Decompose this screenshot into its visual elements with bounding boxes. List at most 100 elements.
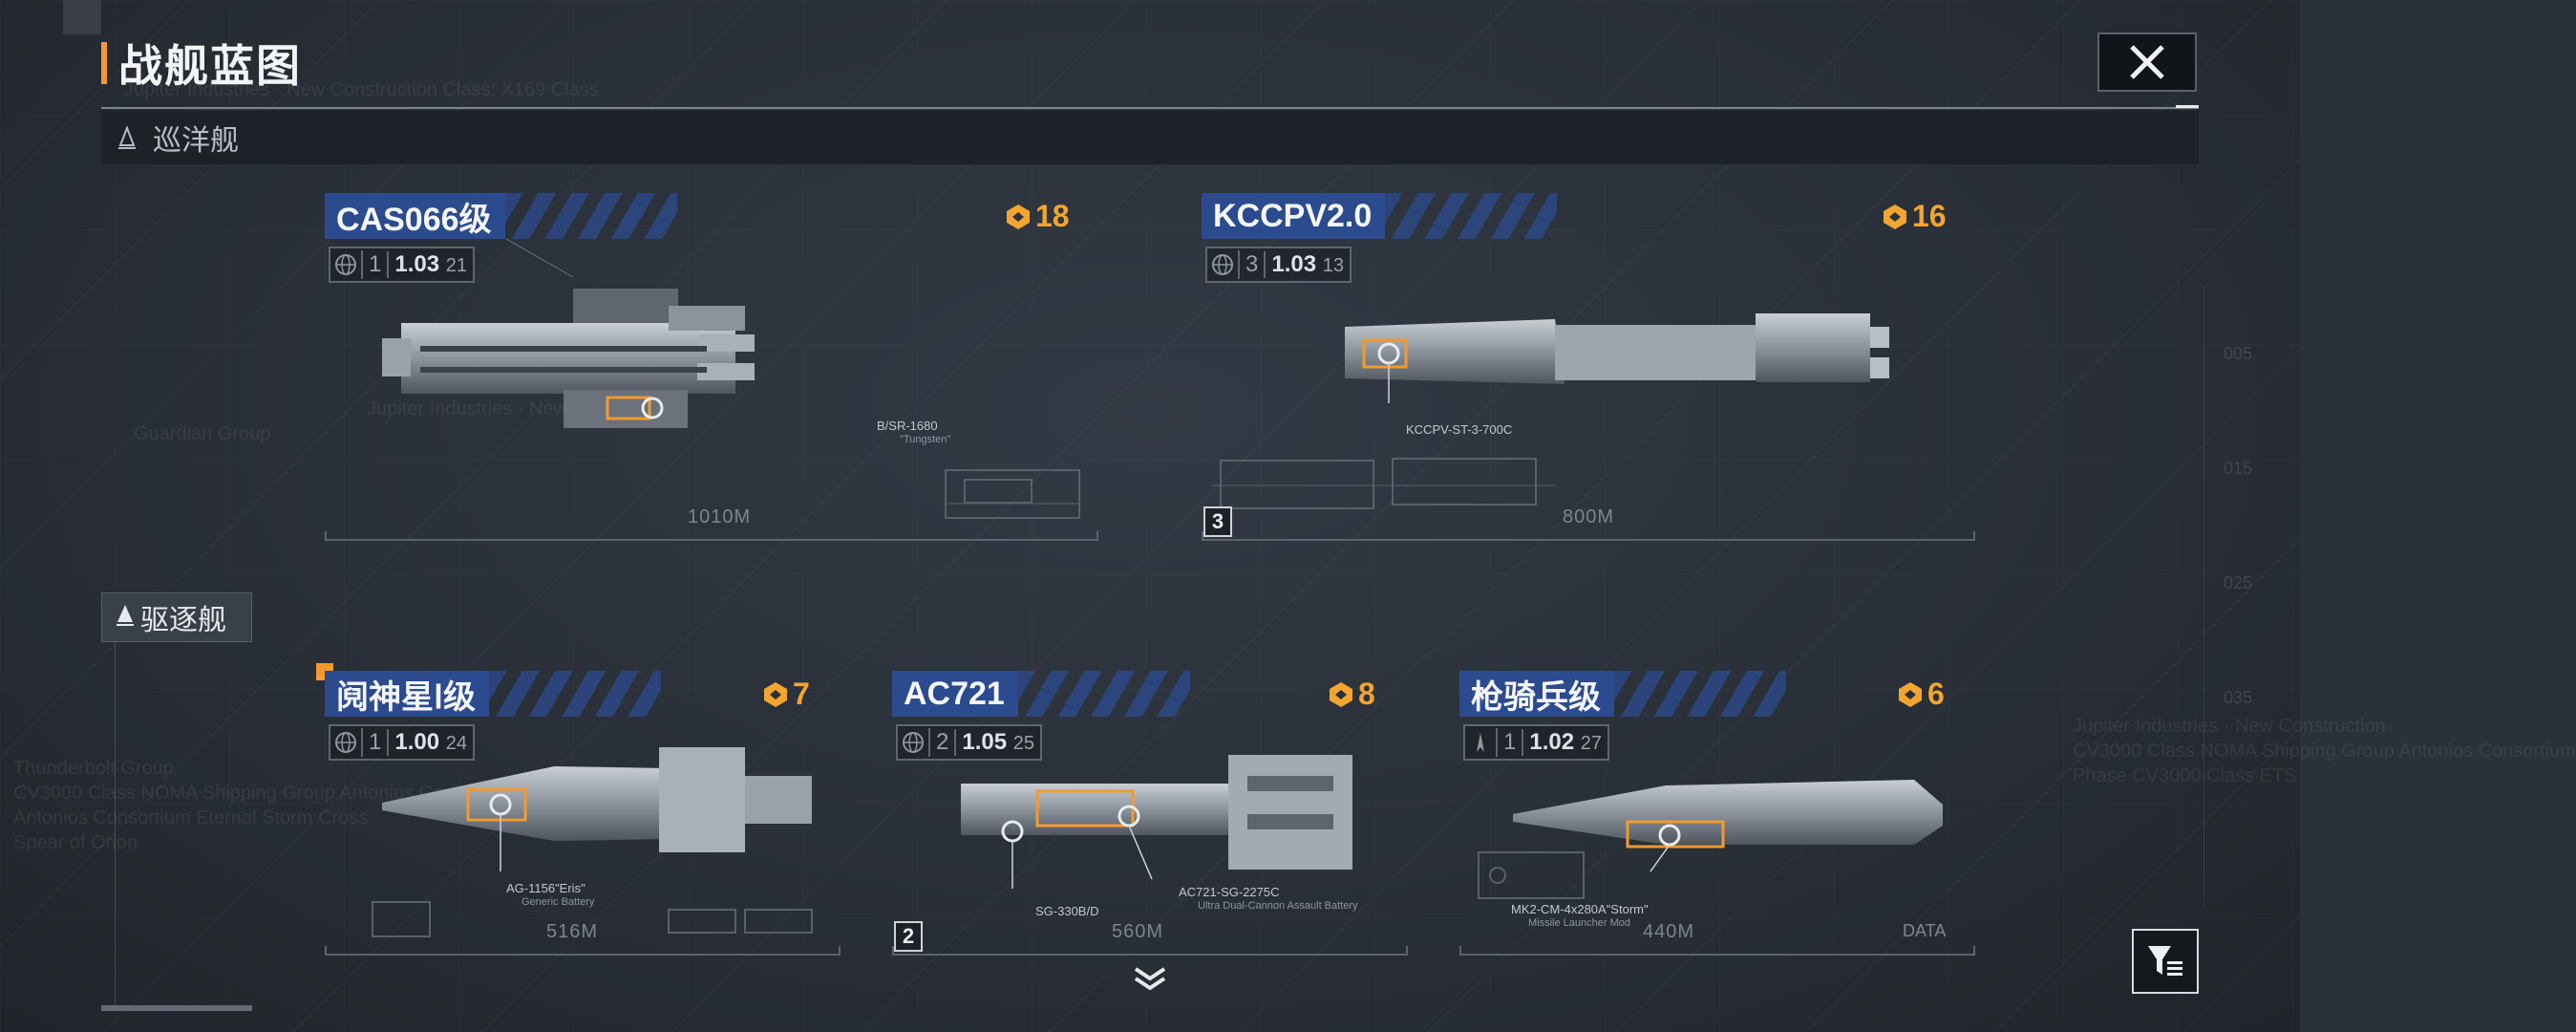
section-header-destroyer[interactable]: 驱逐舰 [101, 592, 252, 642]
chevron-double-down-icon[interactable] [1132, 965, 1168, 994]
weapon-callout: B/SR-1680 [877, 419, 938, 433]
ship-name-tab: 阋神星Ⅰ级 [325, 671, 662, 717]
measure-line [892, 954, 1408, 956]
ship-meta: 3 1.03 13 [1205, 247, 1352, 283]
ship-card-lancer[interactable]: 枪骑兵级 6 1 1.02 27 MK2-CM-4x280A"Storm" Mi… [1459, 671, 1975, 967]
score-emblem-icon [1007, 204, 1030, 229]
schematic-detail [1211, 458, 1555, 509]
measure-tick [325, 531, 327, 541]
score-emblem-icon [764, 681, 787, 707]
ship-score: 18 [1005, 199, 1070, 234]
name-stripes [1385, 193, 1558, 239]
ship-length: 440M [1643, 921, 1695, 942]
score-emblem-icon [1899, 681, 1922, 707]
weapon-callout: AC721-SG-2275C [1179, 885, 1280, 899]
filter-button[interactable] [2132, 929, 2199, 994]
ship-count: 3 [1240, 251, 1267, 278]
ship-length: 560M [1112, 921, 1164, 942]
page-header: 战舰蓝图 [101, 36, 302, 91]
ship-score: 16 [1882, 199, 1947, 234]
weapon-callout: SG-330B/D [1035, 904, 1099, 918]
schematic-detail [372, 901, 813, 937]
ship-count-badge: 2 [894, 921, 923, 952]
ship-length: 516M [546, 921, 599, 942]
ship-length: 800M [1563, 506, 1615, 527]
ship-name: 阋神星Ⅰ级 [325, 671, 490, 717]
ship-count: 1 [363, 251, 390, 278]
measure-tick [1096, 531, 1098, 541]
side-ruler: 005 015 025 035 [2203, 287, 2262, 908]
measure-tick [1973, 946, 1975, 956]
blueprint-grid [0, 0, 2300, 1032]
ship-count: 2 [930, 729, 957, 756]
divider [115, 642, 116, 1005]
background [0, 0, 2300, 1032]
ship-score: 7 [762, 677, 810, 712]
name-stripes [504, 193, 677, 239]
ship-meta: 1 1.02 27 [1463, 724, 1609, 761]
measure-tick [325, 946, 327, 956]
ship-name: 枪骑兵级 [1459, 671, 1614, 717]
ghost-text: Thunderbolt Group [13, 758, 174, 779]
globe-icon [330, 250, 363, 279]
measure-tick [839, 946, 841, 956]
ship-card-cas066[interactable]: CAS066级 18 1 1.03 21 B/SR-1680 "Tungsten… [325, 193, 1098, 547]
ship-length: 1010M [688, 506, 752, 527]
ship-meta: 2 1.05 25 [896, 724, 1042, 761]
ghost-text: Phase CV3000 Class ETS [2073, 765, 2297, 786]
ship-card-eris[interactable]: 阋神星Ⅰ级 7 1 1.00 24 AG-1156"Eris" Generic … [325, 671, 841, 967]
ruler-label: 025 [2223, 573, 2252, 592]
measure-tick [1973, 531, 1975, 541]
globe-icon [898, 728, 930, 757]
name-stripes [1614, 671, 1786, 717]
globe-icon [330, 728, 363, 757]
ship-blueprint-image [382, 238, 755, 428]
ship-name: AC721 [892, 671, 1018, 717]
ship-version: 1.00 24 [394, 729, 467, 755]
ship-name: CAS066级 [325, 193, 505, 239]
data-label: DATA [1903, 921, 1947, 940]
ship-card-kccpv[interactable]: KCCPV2.0 16 3 1.03 13 KCCPV-ST-3-700C 3 … [1202, 193, 1975, 547]
schematic-detail [945, 469, 1080, 519]
ship-count-badge: 3 [1203, 506, 1232, 537]
title-accent [101, 42, 107, 84]
ruler-label: 005 [2223, 344, 2252, 363]
score-value: 6 [1927, 677, 1945, 711]
close-button[interactable] [2097, 32, 2197, 92]
globe-icon [1207, 250, 1240, 279]
ghost-text: Spear of Orion [13, 832, 138, 853]
measure-line [325, 539, 1098, 541]
ship-name-tab: KCCPV2.0 [1202, 193, 1558, 239]
measure-line [325, 954, 841, 956]
ship-version: 1.03 21 [394, 251, 467, 277]
weapon-callout-sub: Generic Battery [522, 896, 595, 908]
close-x-icon [2130, 45, 2164, 79]
schematic-detail [1478, 851, 1585, 899]
ship-blueprint-image [961, 755, 1352, 889]
weapon-callout: AG-1156"Eris" [506, 881, 585, 895]
measure-tick [892, 946, 894, 956]
ship-name-tab: AC721 [892, 671, 1190, 717]
ship-score: 6 [1897, 677, 1945, 712]
faction-icon [1465, 728, 1498, 757]
measure-tick [1202, 531, 1203, 541]
filter-list-icon [2148, 946, 2182, 976]
section-header-cruiser: 巡洋舰 [101, 111, 2199, 164]
ship-count: 1 [363, 729, 390, 756]
ship-name: KCCPV2.0 [1202, 193, 1386, 239]
score-value: 16 [1912, 199, 1947, 233]
divider-tick [2176, 105, 2199, 108]
ghost-text: Guardian Group [134, 423, 271, 444]
score-value: 7 [793, 677, 810, 711]
weapon-callout-sub: Ultra Dual-Cannon Assault Battery [1198, 900, 1358, 912]
section-label: 巡洋舰 [153, 125, 239, 157]
weapon-callout: MK2-CM-4x280A"Storm" [1511, 902, 1649, 916]
ship-version: 1.03 13 [1271, 251, 1344, 277]
divider [101, 1005, 252, 1011]
destroyer-class-icon [116, 603, 135, 633]
measure-line [1459, 954, 1975, 956]
score-value: 18 [1035, 199, 1070, 233]
name-stripes [1017, 671, 1190, 717]
ship-card-ac721[interactable]: AC721 8 2 1.05 25 SG-330B/D AC721-SG-227… [892, 671, 1408, 967]
ruler-label: 035 [2223, 688, 2252, 707]
